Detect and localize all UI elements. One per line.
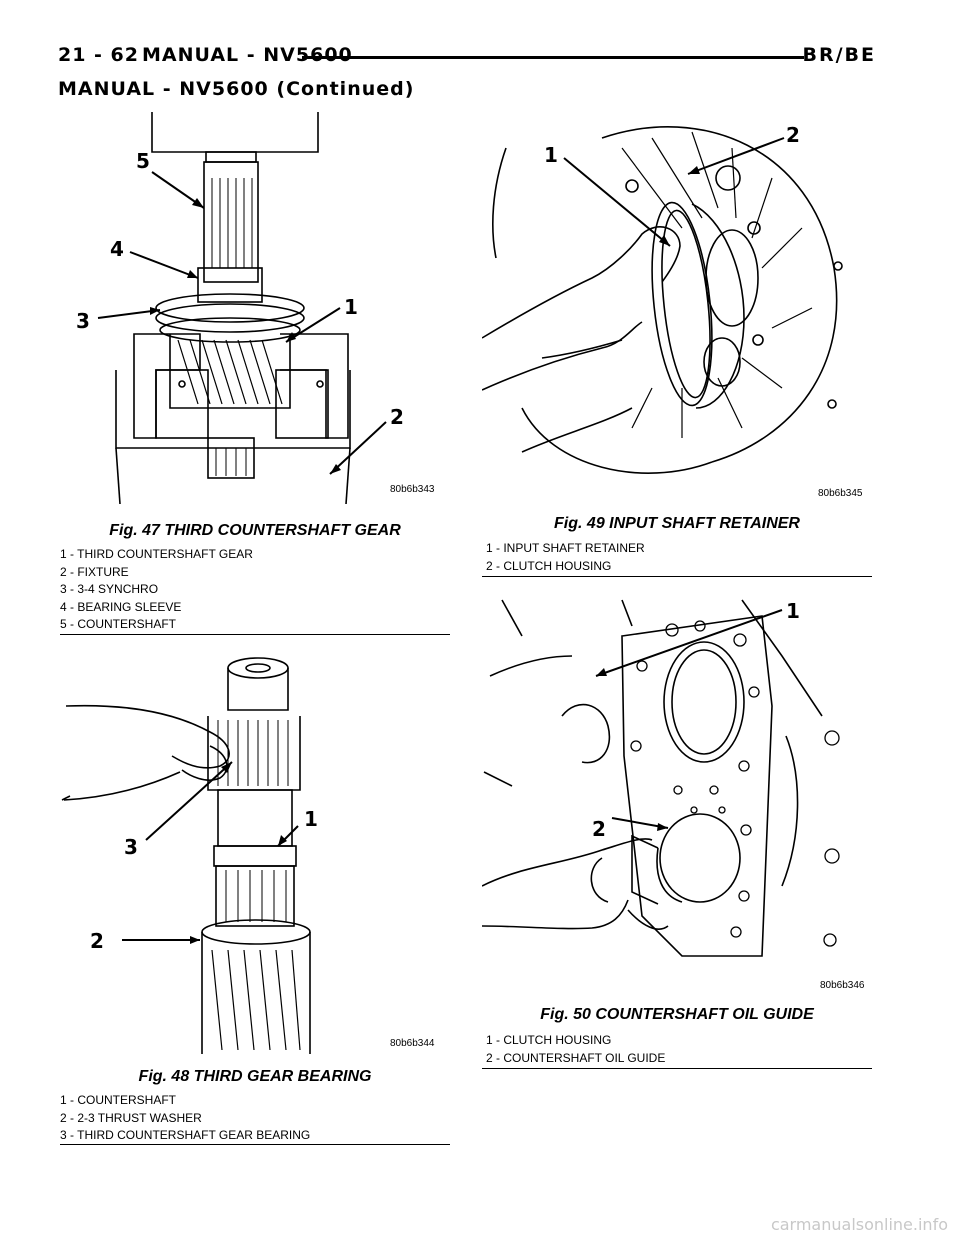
callout-1: 1 [344,295,358,319]
divider [482,576,872,577]
legend-item: 2 - CLUTCH HOUSING [486,558,612,573]
figure-49-caption: Fig. 49 INPUT SHAFT RETAINER [554,515,800,532]
callout-1: 1 [304,807,318,831]
figure-50-legend: 1 - CLUTCH HOUSING 2 - COUNTERSHAFT OIL … [486,1032,665,1067]
page-header: 21 - 62 MANUAL - NV5600 BR/BE [58,44,876,74]
callout-5: 5 [136,149,150,173]
legend-item: 2 - FIXTURE [60,564,129,579]
figure-id: 80b6b344 [390,1038,435,1049]
legend-item: 3 - THIRD COUNTERSHAFT GEAR BEARING [60,1128,311,1142]
figure-47-caption: Fig. 47 THIRD COUNTERSHAFT GEAR [109,522,401,539]
legend-item: 1 - INPUT SHAFT RETAINER [486,541,645,555]
legend-item: 5 - COUNTERSHAFT [60,617,177,631]
legend-item: 2 - 2-3 THRUST WASHER [60,1110,202,1125]
page-number: 21 - 62 [58,44,139,66]
callout-2: 2 [90,929,104,953]
figure-48-legend: 1 - COUNTERSHAFT 2 - 2-3 THRUST WASHER 3… [60,1092,310,1145]
legend-item: 4 - BEARING SLEEVE [60,599,182,614]
callout-3: 3 [124,835,138,859]
watermark: carmanualsonline.info [770,1215,948,1234]
figure-id: 80b6b345 [818,488,863,499]
header-rule [302,56,804,59]
manual-title: MANUAL - NV5600 [142,44,353,66]
figure-47-illustration: 5 4 3 1 2 80b6b343 [60,108,450,504]
section-title: MANUAL - NV5600 (Continued) [58,78,415,100]
legend-item: 2 - COUNTERSHAFT OIL GUIDE [486,1050,666,1065]
callout-1: 1 [544,143,558,167]
figure-48-illustration: 1 3 2 80b6b344 [60,650,450,1054]
legend-item: 1 - CLUTCH HOUSING [486,1033,612,1047]
legend-item: 1 - COUNTERSHAFT [60,1093,177,1107]
divider [60,1144,450,1145]
callout-2: 2 [592,817,606,841]
figure-50-caption: Fig. 50 COUNTERSHAFT OIL GUIDE [540,1006,814,1023]
callout-3: 3 [76,309,90,333]
callout-4: 4 [110,237,124,261]
figure-id: 80b6b343 [390,484,435,495]
figure-id: 80b6b346 [820,980,865,991]
figure-49-illustration: 1 2 80b6b345 [482,108,872,504]
callout-2: 2 [390,405,404,429]
callout-2: 2 [786,123,800,147]
model-code: BR/BE [802,44,876,66]
figure-50-illustration: 1 2 80b6b346 [482,596,872,992]
callout-1: 1 [786,599,800,623]
legend-item: 1 - THIRD COUNTERSHAFT GEAR [60,547,253,561]
figure-49-legend: 1 - INPUT SHAFT RETAINER 2 - CLUTCH HOUS… [486,540,645,575]
divider [60,634,450,635]
figure-48-caption: Fig. 48 THIRD GEAR BEARING [138,1068,372,1085]
divider [482,1068,872,1069]
legend-item: 3 - 3-4 SYNCHRO [60,582,159,596]
figure-47-legend: 1 - THIRD COUNTERSHAFT GEAR 2 - FIXTURE … [60,546,253,634]
